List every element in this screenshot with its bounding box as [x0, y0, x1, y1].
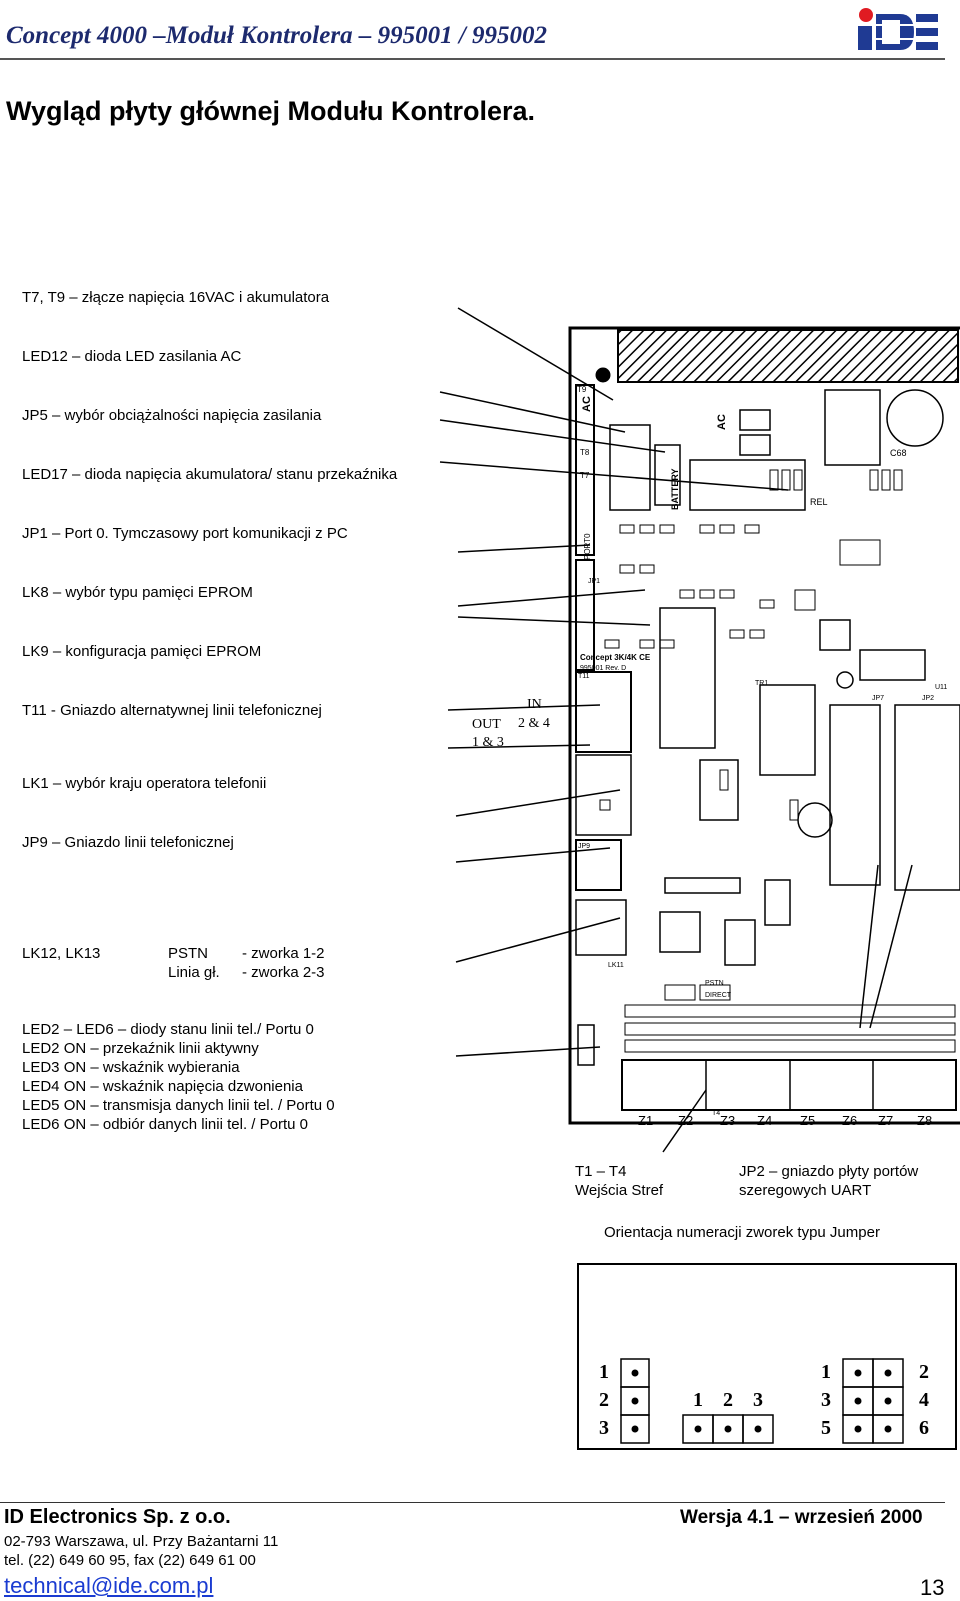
zone-label-z3: Z3	[720, 1113, 735, 1128]
label-lk9: LK9 – konfiguracja pamięci EPROM	[22, 643, 262, 660]
board-label-ac-left: AC	[581, 396, 593, 412]
board-label-battery: BATTERY	[670, 469, 680, 511]
board-label-direct: DIRECT	[705, 992, 732, 999]
label-lk8: LK8 – wybór typu pamięci EPROM	[22, 584, 253, 601]
lk12-mode-2: Linia gł.	[168, 964, 220, 981]
board-silk-model: Concept 3K/4K CE	[580, 653, 651, 662]
board-label-jp1: JP1	[588, 578, 600, 585]
jumper-g-pin6: 6	[919, 1417, 929, 1439]
board-label-jp7: JP7	[872, 695, 884, 702]
label-t11: T11 - Gniazdo alternatywnej linii telefo…	[22, 702, 322, 719]
board-silk-rev: 995001 Rev. D	[580, 665, 626, 672]
jumper-h-pin3: 3	[753, 1389, 763, 1411]
led-line: LED2 ON – przekaźnik linii aktywny	[22, 1040, 259, 1057]
label-jp5: JP5 – wybór obciążalności napięcia zasil…	[22, 407, 322, 424]
zone-label-z5: Z5	[800, 1113, 815, 1128]
jp2-desc: szeregowych UART	[739, 1182, 872, 1199]
board-label-port0: PORT0	[583, 533, 592, 560]
footer-email-link[interactable]: technical@ide.com.pl	[4, 1573, 214, 1598]
board-label-tr1: TR1	[755, 680, 768, 687]
lk12-lk13-name: LK12, LK13	[22, 945, 101, 962]
board-label-t11: T11	[578, 673, 590, 680]
label-led17: LED17 – dioda napięcia akumulatora/ stan…	[22, 466, 398, 483]
jumper-diagram: 1 2 3 1 2 3 1 3 5 2 4 6	[599, 1358, 929, 1444]
jumper-v-pin2: 2	[599, 1389, 609, 1411]
board-label-t8: T8	[580, 448, 590, 457]
header-rule	[0, 58, 945, 60]
board-label-pstn: PSTN	[705, 980, 724, 987]
jumper-h-pin2: 2	[723, 1389, 733, 1411]
jumper-g-pin1: 1	[821, 1361, 831, 1383]
zone-label-z1: Z1	[638, 1113, 653, 1128]
phone-lines-13: 1 & 3	[472, 735, 504, 750]
label-jp1: JP1 – Port 0. Tymczasowy port komunikacj…	[22, 525, 348, 542]
jumper-g-pin2: 2	[919, 1361, 929, 1383]
ide-logo	[858, 8, 938, 50]
label-t7-t9: T7, T9 – złącze napięcia 16VAC i akumula…	[22, 289, 330, 306]
board-label-ac-right: AC	[716, 414, 728, 430]
led-line: LED2 – LED6 – diody stanu linii tel./ Po…	[22, 1021, 314, 1038]
board-label-t7: T7	[580, 471, 590, 480]
jumper-orientation-caption: Orientacja numeracji zworek typu Jumper	[604, 1224, 880, 1241]
jumper-g-pin4: 4	[919, 1389, 929, 1411]
footer-address: 02-793 Warszawa, ul. Przy Bażantarni 11	[4, 1533, 279, 1550]
zone-label-z4: Z4	[757, 1113, 772, 1128]
footer-company: ID Electronics Sp. z o.o.	[4, 1506, 231, 1528]
phone-out-label: OUT	[472, 717, 501, 732]
zone-label-z8: Z8	[917, 1113, 932, 1128]
board-label-c68: C68	[890, 448, 907, 458]
board-label-u11: U11	[935, 684, 947, 691]
board-label-jp9: JP9	[578, 843, 590, 850]
board-label-t4: T4	[712, 1110, 720, 1117]
jumper-v-pin1: 1	[599, 1361, 609, 1383]
jumper-h-pin1: 1	[693, 1389, 703, 1411]
document-header-title: Concept 4000 –Moduł Kontrolera – 995001 …	[6, 22, 548, 49]
lk12-mode-1: PSTN	[168, 945, 209, 962]
jumper-g-pin3: 3	[821, 1389, 831, 1411]
page-number: 13	[920, 1575, 945, 1600]
board-label-lk11: LK11	[608, 962, 624, 969]
jp2-label: JP2 – gniazdo płyty portów	[739, 1163, 919, 1180]
led-line: LED4 ON – wskaźnik napięcia dzwonienia	[22, 1078, 303, 1095]
label-led12: LED12 – dioda LED zasilania AC	[22, 348, 242, 365]
led-group: LED2 – LED6 – diody stanu linii tel./ Po…	[22, 1020, 335, 1134]
lk12-setting-2: - zworka 2-3	[242, 964, 325, 981]
label-jp9: JP9 – Gniazdo linii telefonicznej	[22, 834, 234, 851]
phone-lines-24: 2 & 4	[518, 716, 550, 731]
phone-in-label: IN	[527, 697, 542, 712]
led-line: LED5 ON – transmisja danych linii tel. /…	[22, 1097, 335, 1114]
jumper-g-pin5: 5	[821, 1417, 831, 1439]
label-lk1: LK1 – wybór kraju operatora telefonii	[22, 775, 267, 792]
lk12-setting-1: - zworka 1-2	[242, 945, 325, 962]
led-line: LED6 ON – odbiór danych linii tel. / Por…	[22, 1116, 308, 1133]
page-title: Wygląd płyty głównej Modułu Kontrolera.	[6, 96, 536, 126]
jumper-orientation-box: 1 2 3 1 2 3 1 3 5 2 4 6	[577, 1263, 957, 1450]
footer-version: Wersja 4.1 – wrzesień 2000	[680, 1507, 923, 1528]
board-label-jp2: JP2	[922, 695, 934, 702]
t1-t4-desc: Wejścia Stref	[575, 1182, 664, 1199]
zone-label-z2: Z2	[678, 1113, 693, 1128]
zone-label-z7: Z7	[878, 1113, 893, 1128]
board-label-rel: REL	[810, 497, 828, 507]
led-line: LED3 ON – wskaźnik wybierania	[22, 1059, 240, 1076]
jumper-v-pin3: 3	[599, 1417, 609, 1439]
footer-tel: tel. (22) 649 60 95, fax (22) 649 61 00	[4, 1552, 256, 1569]
footer-rule	[0, 1502, 945, 1503]
t1-t4-label: T1 – T4	[575, 1163, 627, 1180]
zone-label-z6: Z6	[842, 1113, 857, 1128]
board-label-t9: T9	[577, 385, 587, 394]
